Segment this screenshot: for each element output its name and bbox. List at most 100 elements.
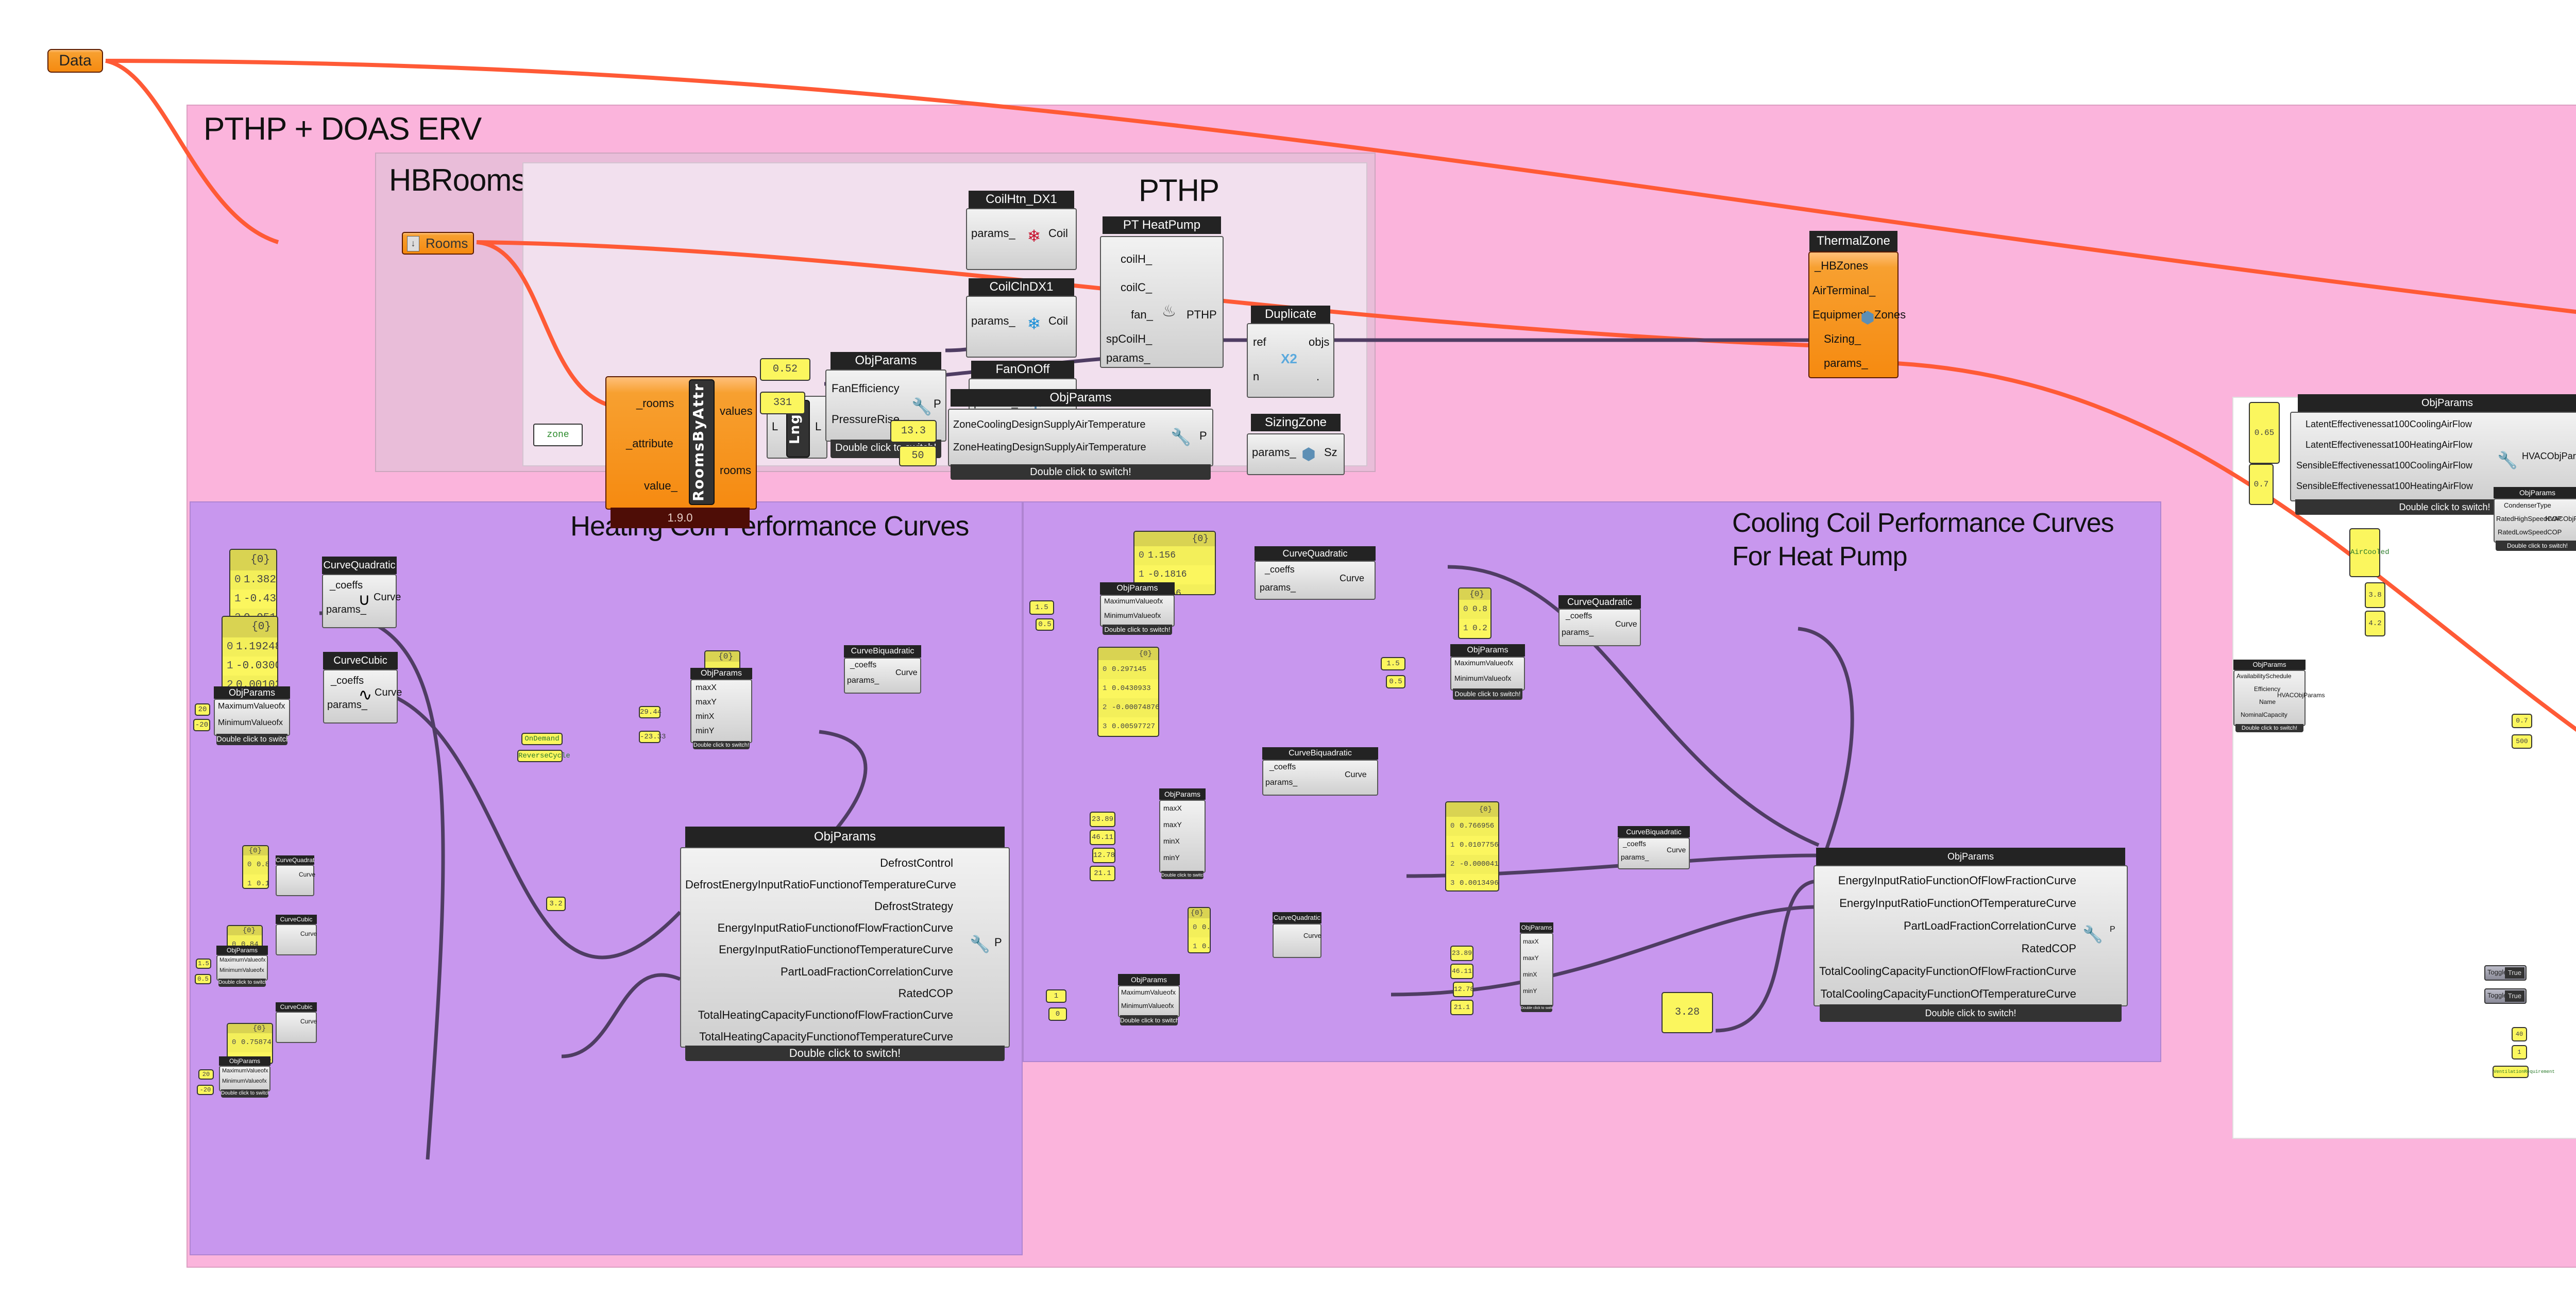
heating-curve-quadratic-1[interactable]: CurveQuadratic _coeffs params_ ∪ Curve [322,557,401,628]
defrost-strategy-panel[interactable]: ReverseCycle [517,750,570,762]
latent-effectiveness-input[interactable]: 0.65 [2249,402,2280,464]
cooling-quad1-limits-objparams[interactable]: ObjParams MaximumValueofx MinimumValueof… [1100,582,1175,636]
switch-footer[interactable]: Double click to switch! [1120,1015,1178,1025]
pressure-rise-input[interactable]: 331 [760,392,805,414]
cooling-rated-cop[interactable]: 3.28 [1662,992,1713,1033]
cooling-biquad2-maxY[interactable]: 46.11 [1450,964,1473,979]
cooling-curve-biquadratic-2[interactable]: CurveBiquadratic _coeffs params_ Curve [1618,826,1690,869]
cooling-quad2-limits-objparams[interactable]: ObjParams MaximumValueofx MinimumValueof… [1450,644,1525,701]
zone-cooling-temp-input[interactable]: 13.3 [890,420,937,443]
cooling-curve-quadratic-3[interactable]: CurveQuadratic Curve [1273,912,1321,958]
heating-cubic2-min[interactable]: 0.5 [195,974,211,984]
switch-footer[interactable]: Double click to switch! [1161,871,1204,879]
cooling-quad1-max[interactable]: 1.5 [1029,600,1054,615]
heating-curve-biquadratic[interactable]: CurveBiquadratic _coeffs params_ Curve [844,645,921,694]
duplicate-component[interactable]: Duplicate ref n X2 objs . [1247,306,1334,398]
rated-low-cop-input[interactable]: 4.2 [2365,611,2385,636]
attribute-panel[interactable]: zone [533,424,583,446]
cooling-biquad1-maxY[interactable]: 46.11 [1090,830,1115,845]
switch-footer[interactable]: Double click to switch! [1103,625,1172,635]
toggle-all-oa-heating[interactable]: Toggle True [2484,988,2527,1004]
switch-footer[interactable]: Double click to switch! [1521,1005,1552,1012]
switch-footer[interactable]: Double click to switch! [2235,724,2303,732]
cooling-coil-objparams-doas[interactable]: ObjParams CondenserType RatedHighSpeedCO… [2494,487,2576,551]
type-of-load-input[interactable]: VentilationRequirement [2493,1066,2555,1078]
coil-heating-dx-component[interactable]: CoilHtn_DX1 params_ ❄ Coil [966,191,1077,270]
switch-footer[interactable]: Double click to switch! [1820,1004,2122,1022]
defrost-control-panel[interactable]: OnDemand [521,733,563,745]
heating-curve-quadratic-2[interactable]: CurveQuadratic Curve [276,855,315,896]
heating-curve-cubic-1[interactable]: CurveCubic _coeffs params_ ∿ Curve [323,652,402,724]
heating-cubic3-min[interactable]: -20 [197,1085,214,1095]
fan-efficiency-input[interactable]: 0.52 [760,358,810,381]
max-airflow-ratio-input[interactable]: 1 [2512,1045,2527,1059]
cooling-coil-objparams[interactable]: ObjParams EnergyInputRatioFunctionOfFlow… [1814,848,2128,1028]
cooling-curve-biquadratic-1[interactable]: CurveBiquadratic _coeffs params_ Curve [1262,747,1378,796]
switch-footer[interactable]: Double click to switch! [218,979,266,987]
fan-objparams-component[interactable]: ObjParams FanEfficiency PressureRise 🔧 P… [825,352,946,460]
cooling-biquad1-minX[interactable]: 12.78 [1092,848,1115,863]
heating-biquad-minX[interactable]: -23.33 [639,731,666,743]
cooling-biquad2-limits-objparams[interactable]: ObjParams maxX maxY minX minY Double cli… [1520,922,1553,1015]
data-param[interactable]: Data [47,49,103,73]
cooling-biquad2-minY[interactable]: 21.1 [1450,1000,1473,1015]
heating-quad2-coeffs-panel[interactable]: {0} 00.8510.1520 [242,845,269,889]
pt-heatpump-component[interactable]: PT HeatPump coilH_ coilC_ fan_ spCoilH_ … [1100,216,1224,368]
heating-cubic1-min[interactable]: -20 [193,719,210,731]
switch-footer[interactable]: Double click to switch! [951,464,1211,480]
cooling-biquad1-maxX[interactable]: 23.89 [1090,812,1115,827]
switch-footer[interactable]: Double click to switch! [216,734,287,745]
toggle-all-oa-cooling[interactable]: Toggle True [2484,965,2527,981]
sizing-zone-component[interactable]: SizingZone params_ ⬢ Sz [1247,414,1345,475]
heating-cubic3-max[interactable]: 20 [198,1069,214,1080]
cooling-quad3-limits-objparams[interactable]: ObjParams MaximumValueofx MinimumValueof… [1118,974,1180,1025]
heating-cubic1-limits-objparams[interactable]: Double click to switch! ObjParams Maximu… [214,686,290,746]
sensible-effectiveness-input[interactable]: 0.7 [2249,464,2274,505]
switch-footer[interactable]: Double click to switch! [685,1046,1005,1061]
heating-cubic3-limits-objparams[interactable]: ObjParams MaximumValueofx MinimumValueof… [219,1056,270,1098]
fan-pressure-rise-doas-input[interactable]: 500 [2512,734,2532,749]
cooling-biquad1-minY[interactable]: 21.1 [1090,866,1115,881]
switch-footer[interactable]: Double click to switch! [221,1089,268,1098]
cooling-quad3-coeffs-panel[interactable]: {0} 00.8510.1520 [1188,907,1211,953]
output-curve: Curve [895,668,918,677]
rooms-by-attr-component[interactable]: RoomsByAttr _rooms _attribute value_ val… [605,376,757,528]
thermal-zone-component[interactable]: ThermalZone _HBZones AirTerminal_ Equipm… [1808,231,1906,378]
input-rated-high-cop: RatedHighSpeedCOP [2496,515,2562,523]
zone-sizing-objparams-component[interactable]: ObjParams ZoneCoolingDesignSupplyAirTemp… [948,389,1213,480]
switch-footer[interactable]: Double click to switch! [2496,541,2576,551]
heating-curve-cubic-2[interactable]: CurveCubic Curve [276,915,317,955]
coil-cooling-dx-component[interactable]: CoilClnDX1 params_ ❄ Coil [966,278,1077,358]
rooms-param[interactable]: ↓ Rooms [402,232,474,255]
cooling-quad2-max[interactable]: 1.5 [1381,657,1405,670]
heating-curve-cubic-3[interactable]: CurveCubic Curve [276,1002,317,1043]
heating-cubic2-max[interactable]: 1.5 [196,958,211,969]
heating-cubic2-limits-objparams[interactable]: ObjParams MaximumValueofx MinimumValueof… [216,946,268,987]
heating-cubic1-max[interactable]: 20 [195,703,210,716]
central-heating-temp-input[interactable]: 40 [2512,1027,2527,1041]
zone-heating-temp-input[interactable]: 50 [899,446,937,466]
cooling-biquad1-limits-objparams[interactable]: ObjParams maxX maxY minX minY Double cli… [1159,788,1206,881]
cooling-quad3-min[interactable]: 0 [1048,1007,1067,1021]
cooling-quad3-max[interactable]: 1 [1046,989,1066,1003]
heating-biquad-maxX[interactable]: 29.44 [639,706,662,718]
cooling-biquad2-maxX[interactable]: 23.89 [1450,946,1473,961]
cooling-curve-quadratic-1[interactable]: CurveQuadratic _coeffs params_ Curve [1255,546,1376,600]
cooling-curve-quadratic-2[interactable]: CurveQuadratic _coeffs params_ Curve [1558,595,1641,646]
cooling-biquad2-minX[interactable]: 12.78 [1453,982,1474,997]
switch-footer[interactable]: Double click to switch! [1453,688,1522,700]
heating-rated-cop[interactable]: 3.2 [546,897,566,911]
heat-exchanger-objparams[interactable]: ObjParams LatentEffectivenessat100Coolin… [2239,394,2576,515]
cooling-quad1-min[interactable]: 0.5 [1036,618,1054,631]
heating-biquad-limits-objparams[interactable]: ObjParams maxX maxY minX minY Double cli… [690,668,752,750]
switch-footer[interactable]: Double click to switch! [693,741,750,749]
rated-high-cop-input[interactable]: 3.8 [2365,582,2385,608]
cooling-quad2-min[interactable]: 0.5 [1386,675,1405,688]
heating-coil-objparams-doas[interactable]: ObjParams AvailabilitySchedule Efficienc… [2233,660,2325,732]
condenser-type-input[interactable]: AirCooled [2349,528,2389,577]
cooling-biquad2-coeffs-panel[interactable]: {0} 00.76695610.01077562-0.000041470330.… [1445,801,1499,892]
cooling-quad2-coeffs-panel[interactable]: {0} 00.810.220 [1458,587,1492,639]
fan-efficiency-doas-input[interactable]: 0.7 [2512,714,2532,728]
